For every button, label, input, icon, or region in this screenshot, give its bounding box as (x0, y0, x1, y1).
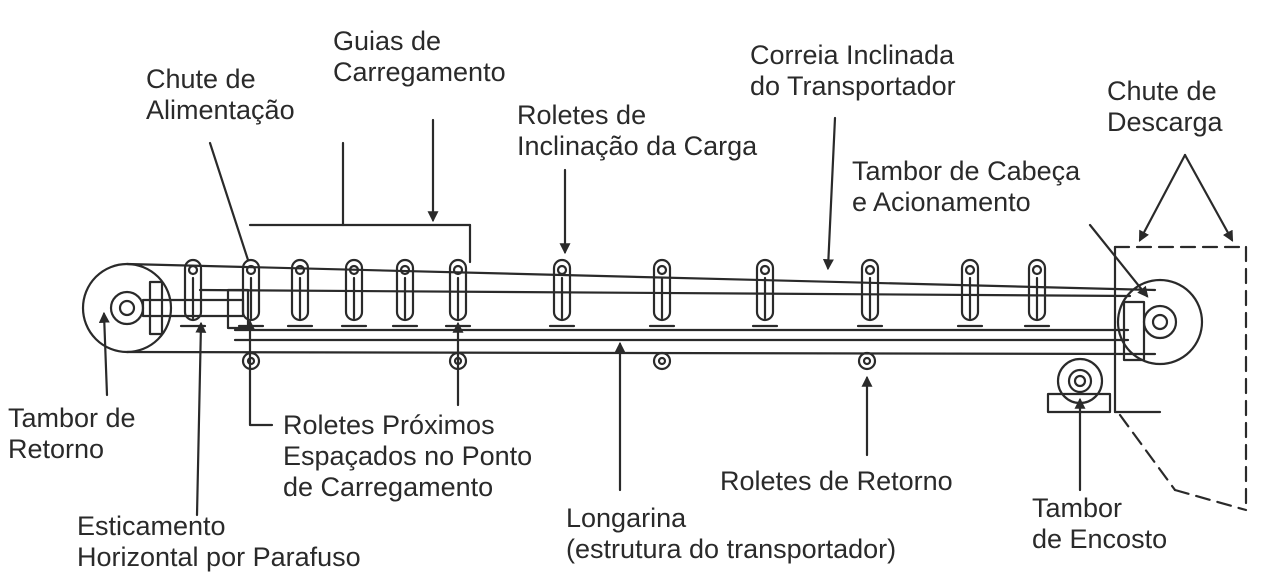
label-tambor-retorno: Tambor de Retorno (8, 403, 136, 464)
troughing-idler (444, 258, 472, 328)
troughing-idler (1023, 258, 1051, 328)
return-roller (857, 351, 877, 371)
troughing-idler (856, 258, 884, 328)
label-correia-inclinada: Correia Inclinada do Transportador (750, 40, 956, 101)
troughing-idler (751, 258, 779, 328)
stringer (233, 328, 1130, 342)
return-rollers (241, 351, 877, 371)
label-chute-descarga: Chute de Descarga (1107, 76, 1223, 137)
label-chute-alimentacao: Chute de Alimentação (146, 64, 295, 125)
label-tambor-cabeca: Tambor de Cabeça e Acionamento (852, 156, 1081, 217)
head-pulley (1116, 278, 1204, 366)
troughing-idler (956, 258, 984, 328)
leader-arrows (98, 116, 1234, 517)
label-esticamento: Esticamento Horizontal por Parafuso (77, 511, 361, 572)
troughing-idler (286, 258, 314, 328)
troughing-idler (648, 258, 676, 328)
label-roletes-inclinacao: Roletes de Inclinação da Carga (517, 100, 758, 161)
label-roletes-retorno: Roletes de Retorno (720, 466, 953, 496)
label-tambor-encosto: Tambor de Encosto (1032, 493, 1168, 554)
label-roletes-proximos: Roletes Próximos Espaçados no Ponto de C… (283, 410, 533, 502)
troughing-idler (391, 258, 419, 328)
tail-pulley (81, 262, 250, 354)
label-guias-carregamento: Guias de Carregamento (333, 26, 506, 87)
return-roller (652, 351, 672, 371)
troughing-idler (340, 258, 368, 328)
troughing-idler (548, 258, 576, 328)
label-longarina: Longarina (estrutura do transportador) (566, 503, 897, 564)
feed-chute (208, 141, 472, 264)
